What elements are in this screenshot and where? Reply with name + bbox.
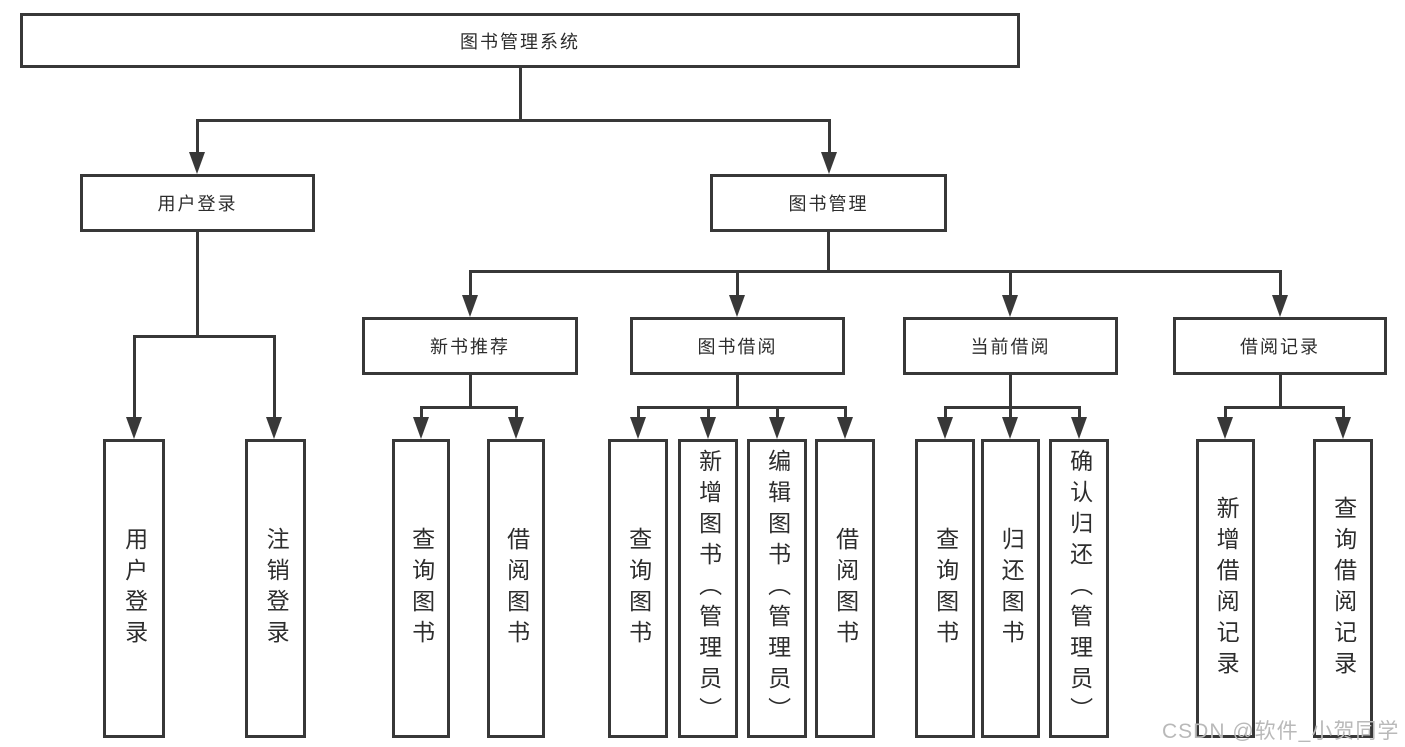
arrow-down-icon	[821, 152, 837, 174]
arrow-down-icon	[1002, 417, 1018, 439]
watermark-text: CSDN @软件_小贺同学	[1162, 720, 1400, 743]
node-new-book-recommend: 新书推荐	[362, 317, 578, 375]
leaf-confirm-return-admin: 确认归还（管理员）	[1049, 439, 1109, 738]
connector-root-rail	[196, 119, 831, 122]
connector-user-login-stem	[196, 230, 199, 337]
connector-leaf	[1224, 406, 1227, 417]
connector-leaf	[515, 406, 518, 417]
connector-leaf	[420, 406, 423, 417]
arrow-down-icon	[937, 417, 953, 439]
leaf-edit-book-admin: 编辑图书（管理员）	[747, 439, 807, 738]
connector-to-user-login	[196, 119, 199, 152]
connector-to-leaf-user-login	[133, 335, 136, 417]
leaf-borrow-books-recommend: 借阅图书	[487, 439, 545, 738]
connector-user-login-rail	[133, 335, 275, 338]
arrow-down-icon	[413, 417, 429, 439]
leaf-add-borrow-record: 新增借阅记录	[1196, 439, 1255, 738]
connector-to-book-borrow	[736, 270, 739, 295]
node-user-login: 用户登录	[80, 174, 315, 232]
connector-book-management-rail	[469, 270, 1282, 273]
arrow-down-icon	[1272, 295, 1288, 317]
arrow-down-icon	[630, 417, 646, 439]
connector-to-current-borrow	[1009, 270, 1012, 295]
arrow-down-icon	[189, 152, 205, 174]
connector-leaf	[844, 406, 847, 417]
connector-leaf	[707, 406, 710, 417]
arrow-down-icon	[266, 417, 282, 439]
arrow-down-icon	[769, 417, 785, 439]
arrow-down-icon	[1071, 417, 1087, 439]
leaf-user-login: 用户登录	[103, 439, 165, 738]
connector-to-leaf-logout	[273, 335, 276, 417]
connector-book-borrow-rail	[637, 406, 846, 409]
connector-book-management-stem	[827, 230, 830, 272]
node-borrow-records: 借阅记录	[1173, 317, 1387, 375]
leaf-query-books-borrow: 查询图书	[608, 439, 668, 738]
node-book-management: 图书管理	[710, 174, 947, 232]
connector-leaf	[776, 406, 779, 417]
arrow-down-icon	[700, 417, 716, 439]
connector-leaf	[1078, 406, 1081, 417]
arrow-down-icon	[508, 417, 524, 439]
leaf-query-borrow-record: 查询借阅记录	[1313, 439, 1373, 738]
connector-to-book-management	[828, 119, 831, 152]
leaf-borrow-books: 借阅图书	[815, 439, 875, 738]
connector-to-borrow-records	[1279, 270, 1282, 295]
leaf-query-books-current: 查询图书	[915, 439, 975, 738]
connector-leaf	[1342, 406, 1345, 417]
connector-leaf	[637, 406, 640, 417]
connector-current-borrow-stem	[1009, 373, 1012, 408]
connector-root-stem	[519, 68, 522, 121]
connector-to-new-book-recommend	[469, 270, 472, 295]
arrow-down-icon	[126, 417, 142, 439]
leaf-query-books-recommend: 查询图书	[392, 439, 450, 738]
arrow-down-icon	[462, 295, 478, 317]
connector-new-book-rail	[420, 406, 518, 409]
connector-borrow-records-stem	[1279, 373, 1282, 408]
leaf-return-book: 归还图书	[981, 439, 1040, 738]
arrow-down-icon	[837, 417, 853, 439]
node-current-borrow: 当前借阅	[903, 317, 1118, 375]
arrow-down-icon	[729, 295, 745, 317]
leaf-logout: 注销登录	[245, 439, 306, 738]
connector-new-book-stem	[469, 373, 472, 408]
connector-leaf	[1009, 406, 1012, 417]
node-book-borrow: 图书借阅	[630, 317, 845, 375]
connector-leaf	[944, 406, 947, 417]
arrow-down-icon	[1335, 417, 1351, 439]
connector-borrow-records-rail	[1224, 406, 1345, 409]
arrow-down-icon	[1002, 295, 1018, 317]
connector-book-borrow-stem	[736, 373, 739, 408]
node-library-management-system: 图书管理系统	[20, 13, 1020, 68]
arrow-down-icon	[1217, 417, 1233, 439]
leaf-add-book-admin: 新增图书（管理员）	[678, 439, 738, 738]
